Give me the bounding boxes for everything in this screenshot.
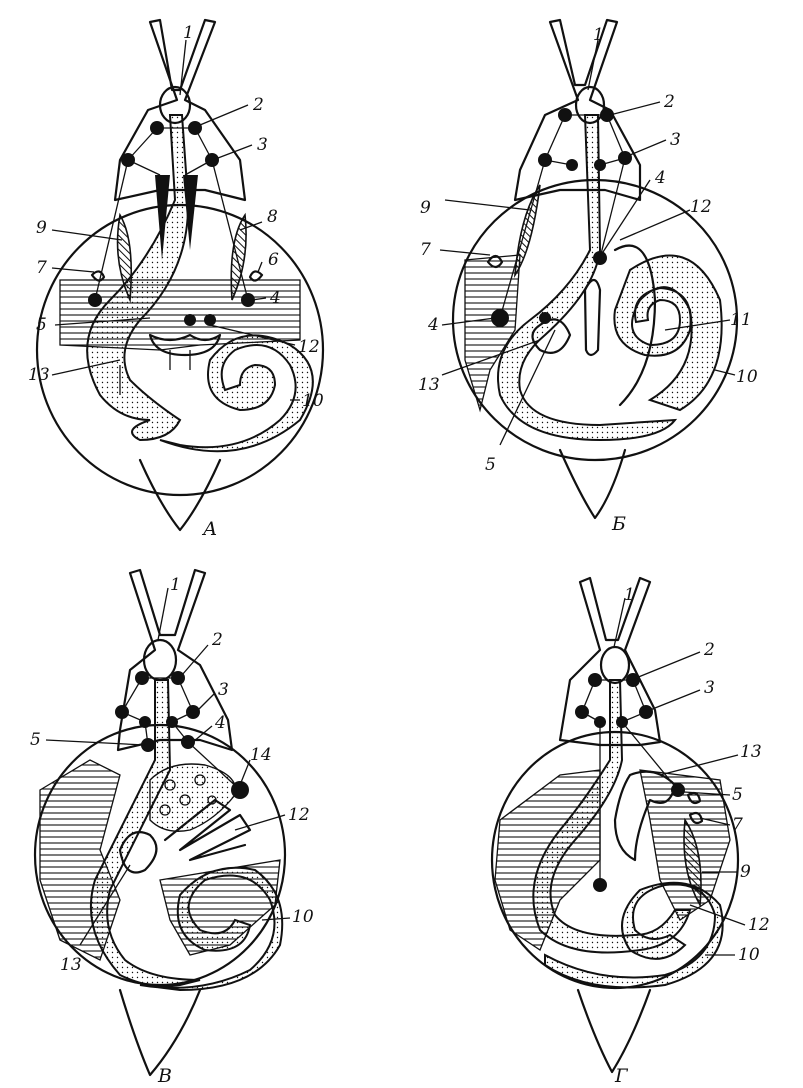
panel-v: 1 2 3 4 5 10 12 13 14 В bbox=[30, 570, 314, 1087]
panel-g: 1 2 3 5 7 9 10 12 13 Г bbox=[492, 578, 770, 1087]
label: 1 bbox=[593, 25, 604, 45]
ganglion bbox=[626, 673, 640, 687]
ganglion bbox=[186, 705, 200, 719]
label: 11 bbox=[730, 310, 752, 330]
ganglion bbox=[139, 716, 151, 728]
ganglion bbox=[115, 705, 129, 719]
label: 9 bbox=[740, 862, 751, 882]
label: 4 bbox=[654, 168, 666, 188]
label: 5 bbox=[36, 315, 47, 335]
ganglion bbox=[205, 153, 219, 167]
ganglion bbox=[594, 716, 606, 728]
ganglion bbox=[588, 673, 602, 687]
label: 13 bbox=[418, 375, 440, 395]
panel-letter: Г bbox=[614, 1065, 629, 1087]
ganglion bbox=[558, 108, 572, 122]
label: 5 bbox=[30, 730, 41, 750]
label: 7 bbox=[732, 815, 743, 835]
ganglion bbox=[181, 735, 195, 749]
ganglion bbox=[135, 671, 149, 685]
label: 2 bbox=[703, 640, 715, 660]
label: 2 bbox=[663, 92, 675, 112]
label: 13 bbox=[740, 742, 762, 762]
ganglion bbox=[639, 705, 653, 719]
label: 2 bbox=[252, 95, 264, 115]
ganglion bbox=[618, 151, 632, 165]
panel-letter: Б bbox=[611, 513, 626, 535]
panel-a: 1 2 3 4 5 6 7 8 9 10 12 13 А bbox=[28, 20, 324, 540]
panel-letter: А bbox=[201, 518, 217, 540]
ganglion bbox=[88, 293, 102, 307]
ganglion bbox=[150, 121, 164, 135]
label: 1 bbox=[624, 585, 635, 605]
label: 14 bbox=[250, 745, 272, 765]
label: 12 bbox=[298, 337, 320, 357]
ganglion bbox=[121, 153, 135, 167]
ganglion bbox=[593, 878, 607, 892]
panel-b: 1 2 3 4 4 5 7 9 10 11 12 13 Б bbox=[418, 20, 758, 535]
label: 4 bbox=[269, 288, 281, 308]
ganglion bbox=[538, 153, 552, 167]
label: 10 bbox=[302, 391, 324, 411]
label: 4 bbox=[214, 713, 226, 733]
label: 3 bbox=[704, 678, 715, 698]
visceral-spiral bbox=[614, 255, 721, 410]
ganglion bbox=[204, 314, 216, 326]
label: 5 bbox=[485, 455, 496, 475]
pharynx bbox=[144, 640, 176, 680]
tail bbox=[578, 990, 650, 1072]
label: 7 bbox=[36, 258, 47, 278]
visceral-spiral bbox=[160, 335, 313, 451]
label: 3 bbox=[218, 680, 229, 700]
gut bbox=[87, 115, 188, 440]
ganglion bbox=[575, 705, 589, 719]
label: 5 bbox=[732, 785, 743, 805]
label: 10 bbox=[738, 945, 760, 965]
kidney bbox=[585, 280, 600, 355]
osphradium bbox=[92, 271, 104, 280]
label: 2 bbox=[211, 630, 223, 650]
osphradium bbox=[250, 271, 262, 280]
label: 10 bbox=[292, 907, 314, 927]
ganglion bbox=[184, 314, 196, 326]
label: 4 bbox=[427, 315, 439, 335]
label: 7 bbox=[420, 240, 431, 260]
ganglion bbox=[188, 121, 202, 135]
label: 3 bbox=[670, 130, 681, 150]
label: 13 bbox=[60, 955, 82, 975]
label: 3 bbox=[257, 135, 268, 155]
label: 9 bbox=[36, 218, 47, 238]
label: 9 bbox=[420, 198, 431, 218]
label: 6 bbox=[268, 250, 279, 270]
label: 13 bbox=[28, 365, 50, 385]
panel-letter: В bbox=[157, 1065, 172, 1087]
label: 12 bbox=[690, 197, 712, 217]
pharynx bbox=[601, 647, 629, 683]
ganglion bbox=[566, 159, 578, 171]
label: 10 bbox=[736, 367, 758, 387]
label: 1 bbox=[183, 23, 194, 43]
label: 1 bbox=[170, 575, 181, 595]
label: 8 bbox=[267, 207, 278, 227]
label: 12 bbox=[748, 915, 770, 935]
tail bbox=[120, 990, 200, 1075]
label: 12 bbox=[288, 805, 310, 825]
